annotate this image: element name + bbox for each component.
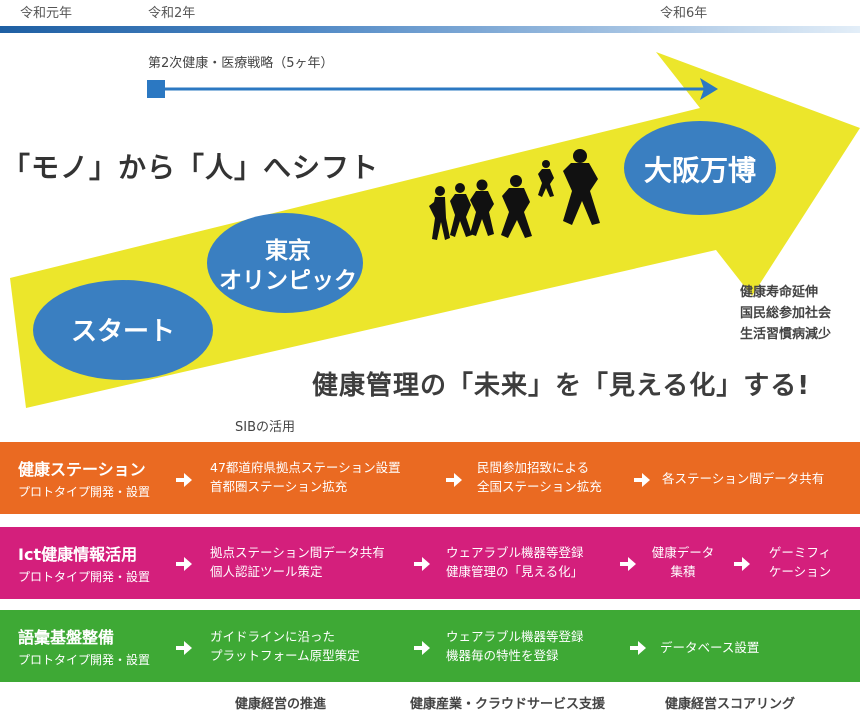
- milestone-olympic-line2: オリンピック: [219, 268, 357, 294]
- arrow-right-icon: [176, 557, 192, 571]
- effect-item: 生活習慣病減少: [740, 327, 832, 342]
- row-step-line: 全国ステーション拡充: [477, 479, 602, 494]
- row-step-line: 拠点ステーション間データ共有: [210, 545, 385, 560]
- row-step: ゲーミフィ ケーション: [762, 543, 838, 581]
- row-step: ウェアラブル機器等登録 健康管理の「見える化」: [446, 543, 584, 581]
- row-step: ガイドラインに沿った プラットフォーム原型策定: [210, 627, 360, 665]
- roadmap-diagram: スタート 東京 オリンピック 大阪万博: [10, 52, 860, 408]
- row-step: 民間参加招致による 全国ステーション拡充: [477, 458, 602, 496]
- arrow-right-icon: [176, 641, 192, 655]
- arrow-right-icon: [620, 557, 636, 571]
- row-step-line: データベース設置: [660, 640, 760, 655]
- arrow-right-icon: [446, 473, 462, 487]
- row-step-line: 健康管理の「見える化」: [446, 564, 584, 579]
- effect-item: 国民総参加社会: [740, 306, 832, 321]
- bottom-label: 健康経営の推進: [235, 697, 327, 712]
- row-step-line: 集積: [670, 564, 696, 579]
- row-health-station: 健康ステーション プロトタイプ開発・設置 47都道府県拠点ステーション設置 首都…: [0, 442, 860, 514]
- year-label-reiwa1: 令和元年: [20, 6, 73, 21]
- row-step: ウェアラブル機器等登録 機器毎の特性を登録: [446, 627, 584, 665]
- ellipse-start: スタート: [33, 280, 213, 380]
- bottom-label: 健康経営スコアリング: [665, 697, 796, 712]
- row-title: 健康ステーション: [18, 460, 146, 479]
- runner-figure: [450, 183, 472, 237]
- arrow-right-icon: [414, 557, 430, 571]
- row-vocabulary-infrastructure: 語彙基盤整備 プロトタイプ開発・設置 ガイドラインに沿った プラットフォーム原型…: [0, 610, 860, 682]
- timeline-bar: [0, 26, 860, 33]
- runner-figure: [538, 160, 554, 197]
- row-step: 健康データ 集積: [648, 543, 718, 581]
- arrow-right-icon: [414, 641, 430, 655]
- row-step: 拠点ステーション間データ共有 個人認証ツール策定: [210, 543, 385, 581]
- arrow-right-icon: [634, 473, 650, 487]
- row-step-line: 各ステーション間データ共有: [662, 471, 825, 486]
- effect-item: 健康寿命延伸: [740, 285, 819, 300]
- year-label-reiwa6: 令和6年: [660, 6, 708, 21]
- strategy-arrow-head: [700, 78, 718, 100]
- row-step-line: プラットフォーム原型策定: [210, 648, 360, 663]
- shift-headline: 「モノ」から「人」へシフト: [2, 151, 380, 184]
- strategy-arrow-start-marker: [147, 80, 165, 98]
- ellipse-expo: 大阪万博: [624, 121, 776, 215]
- milestone-olympic-line1: 東京: [265, 237, 311, 264]
- strategy-label: 第2次健康・医療戦略（5ヶ年）: [148, 56, 334, 71]
- arrow-right-icon: [630, 641, 646, 655]
- row-step-line: 47都道府県拠点ステーション設置: [210, 460, 401, 475]
- milestone-expo-text: 大阪万博: [644, 154, 756, 187]
- row-step: データベース設置: [660, 638, 759, 657]
- row-step-line: 民間参加招致による: [477, 460, 590, 475]
- row-title: 語彙基盤整備: [18, 628, 115, 647]
- row-subtitle: プロトタイプ開発・設置: [18, 653, 151, 667]
- row-subtitle: プロトタイプ開発・設置: [18, 485, 151, 499]
- row-step-line: ウェアラブル機器等登録: [446, 629, 584, 644]
- row-ict-health-info: Ict健康情報活用 プロトタイプ開発・設置 拠点ステーション間データ共有 個人認…: [0, 527, 860, 599]
- row-subtitle: プロトタイプ開発・設置: [18, 570, 151, 584]
- strategy-arrow: [147, 78, 718, 100]
- arrow-right-icon: [734, 557, 750, 571]
- milestone-start-text: スタート: [71, 317, 175, 347]
- row-step-line: 個人認証ツール策定: [210, 564, 323, 579]
- runner-figure: [429, 186, 450, 240]
- row-step-line: ゲーミフィ: [768, 545, 832, 560]
- tagline: 健康管理の「未来」を「見える化」する!: [312, 371, 811, 401]
- year-label-reiwa2: 令和2年: [148, 6, 196, 21]
- runner-figure: [470, 179, 494, 236]
- row-step: 47都道府県拠点ステーション設置 首都圏ステーション拡充: [210, 458, 401, 496]
- effects-list: 健康寿命延伸 国民総参加社会 生活習慣病減少: [740, 282, 831, 345]
- row-step-line: ガイドラインに沿った: [210, 629, 336, 644]
- row-step-line: 首都圏ステーション拡充: [210, 479, 348, 494]
- row-step-line: ウェアラブル機器等登録: [446, 545, 584, 560]
- row-step-line: 健康データ: [651, 545, 715, 560]
- row-step: 各ステーション間データ共有: [662, 469, 824, 488]
- sib-label: SIBの活用: [235, 420, 296, 435]
- runners-silhouette: [429, 149, 600, 240]
- row-step-line: 機器毎の特性を登録: [446, 648, 559, 663]
- row-title: Ict健康情報活用: [18, 545, 138, 564]
- runner-figure: [501, 175, 532, 238]
- runner-figure: [563, 149, 600, 225]
- row-step-line: ケーション: [768, 564, 832, 579]
- arrow-right-icon: [176, 473, 192, 487]
- bottom-label: 健康産業・クラウドサービス支援: [410, 697, 606, 712]
- ellipse-olympic: 東京 オリンピック: [207, 213, 363, 313]
